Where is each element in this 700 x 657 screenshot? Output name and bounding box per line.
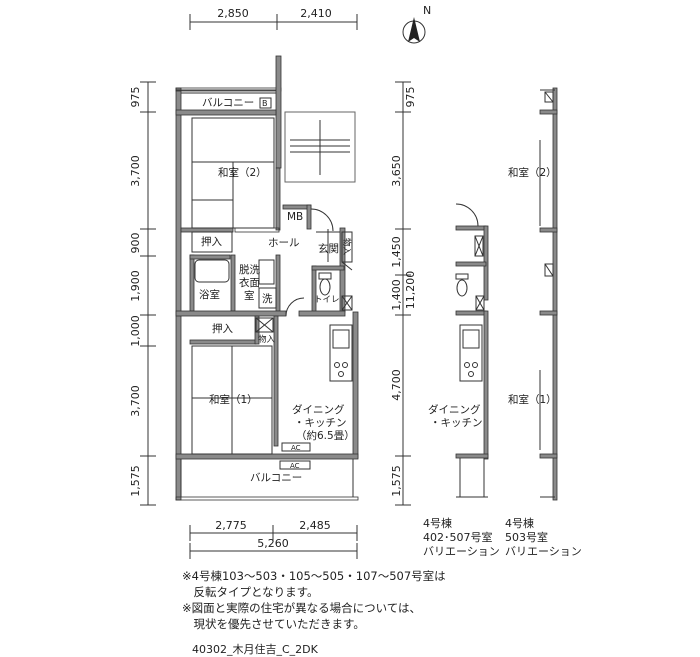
dim-left-1: 975 <box>129 87 142 108</box>
dim-left-3: 900 <box>129 233 142 254</box>
variant1-plan <box>455 225 489 460</box>
wash-label: 洗 <box>262 293 273 305</box>
variant2-caption-1: 4号棟 <box>505 516 534 530</box>
washitsu1-label: 和室（1） <box>209 393 258 406</box>
dim-bottom-1: 2,775 <box>215 519 247 532</box>
dressing-label-2: 衣面 <box>239 276 260 289</box>
variant1-dining-2: ・キッチン <box>430 417 483 429</box>
variant2-caption-2: 503号室 <box>505 530 548 544</box>
dim-bottom-2: 2,485 <box>299 519 331 532</box>
north-label: N <box>423 4 431 17</box>
variant1-dining-1: ダイニング <box>428 403 481 416</box>
mono-bottom-label: 物入 <box>258 334 276 345</box>
dim-mid-2: 3,650 <box>390 155 403 187</box>
variant1-caption-1: 4号棟 <box>423 516 452 530</box>
dim-left-2: 3,700 <box>129 155 142 187</box>
main-plan-walls <box>175 55 359 501</box>
balcony-top-badge: B <box>262 99 268 108</box>
variant1-caption-3: バリエーション <box>423 545 500 558</box>
ac1-label: AC <box>291 444 301 452</box>
hall-label: ホール <box>268 237 300 249</box>
mb-label: MB <box>287 211 303 223</box>
mono-top-label: 物入 <box>341 238 352 256</box>
dim-top-2: 2,410 <box>300 7 332 20</box>
dim-left-7: 1,575 <box>129 465 142 497</box>
dim-mid-1: 975 <box>404 87 417 108</box>
bathroom-label: 浴室 <box>199 288 220 301</box>
note-line-3: ※図面と実際の住宅が異なる場合については、 <box>182 601 422 615</box>
dim-total-height: 11,200 <box>404 271 417 310</box>
dining-label-3: （約6.5畳） <box>296 429 355 442</box>
variant1-caption-2: 402･507号室 <box>423 530 493 544</box>
note-line-2: 反転タイプとなります。 <box>182 585 319 599</box>
balcony-bottom-label: バルコニー <box>250 472 302 484</box>
dim-mid-3: 1,450 <box>390 236 403 268</box>
washitsu2-label: 和室（2） <box>218 166 267 179</box>
dining-label-2: ・キッチン <box>294 417 347 429</box>
notes: ※4号棟103～503・105～505・107～507号室は 反転タイプとなりま… <box>182 568 446 632</box>
toilet-label: トイレ <box>314 295 340 305</box>
plan-code: 40302_木月住吉_C_2DK <box>192 643 318 656</box>
dim-top-1: 2,850 <box>217 7 249 20</box>
dining-label-1: ダイニング <box>292 403 345 416</box>
oshiire-top-label: 押入 <box>201 235 222 248</box>
dim-left-6: 3,700 <box>129 385 142 417</box>
note-line-1: ※4号棟103～503・105～505・107～507号室は <box>182 569 446 583</box>
note-line-4: 現状を優先させていただきます。 <box>182 617 365 631</box>
dimension-mid <box>395 81 411 506</box>
dimension-left <box>140 81 156 506</box>
main-plan-lines <box>176 89 356 497</box>
dim-mid-5: 4,700 <box>390 369 403 401</box>
dim-mid-6: 1,575 <box>390 465 403 497</box>
ac2-label: AC <box>290 462 300 470</box>
dim-total-width: 5,260 <box>257 537 289 550</box>
dimension-top <box>189 14 358 30</box>
variant2-washitsu2: 和室（2） <box>508 166 557 179</box>
variant2-washitsu1: 和室（1） <box>508 393 557 406</box>
balcony-top-label: バルコニー <box>202 97 254 109</box>
dim-left-5: 1,000 <box>129 315 142 347</box>
dressing-label-1: 脱洗 <box>239 263 260 276</box>
oshiire-bottom-label: 押入 <box>212 322 233 335</box>
dim-left-4: 1,900 <box>129 270 142 302</box>
genkan-label: 玄関 <box>318 242 339 255</box>
dressing-label-3: 室 <box>244 289 255 302</box>
north-arrow-icon <box>402 17 426 44</box>
variant2-caption-3: バリエーション <box>505 545 582 558</box>
variant2-plan <box>539 87 558 501</box>
dimension-bottom <box>189 525 358 559</box>
dim-mid-4: 1,400 <box>390 279 403 311</box>
